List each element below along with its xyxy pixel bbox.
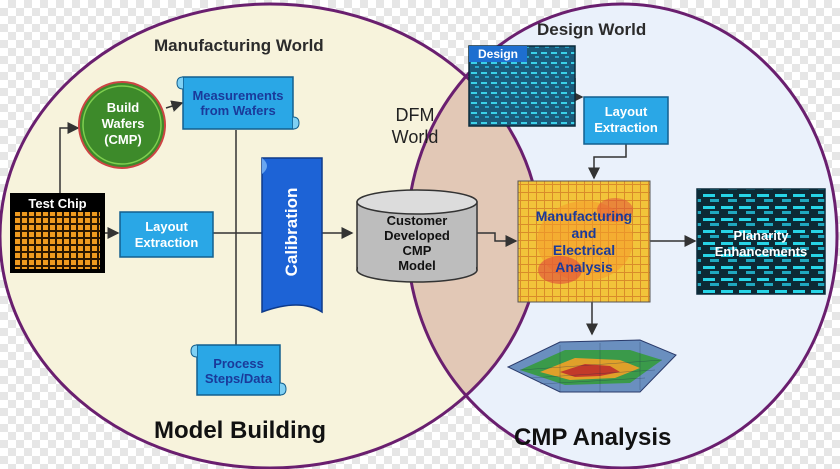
manufacturing-world-title: Manufacturing World: [154, 36, 324, 55]
build-wafers-node: [78, 81, 166, 169]
analysis-line-4: Analysis: [555, 259, 613, 275]
arrow-model-to-analysis: [477, 232, 518, 247]
build-wafers-label: Build Wafers (CMP): [92, 100, 154, 148]
build-wafers-line-2: Wafers: [101, 116, 145, 131]
build-wafers-line-3: (CMP): [104, 132, 142, 147]
measurements-node: [176, 76, 300, 130]
calibration-label: Calibration: [282, 187, 301, 277]
cmp-model-node: [356, 189, 478, 283]
analysis-line-2: and: [571, 225, 597, 241]
arrow-layout-to-analysis: [588, 144, 627, 180]
manufacturing-analysis-node: [517, 180, 651, 303]
calibration-node: [261, 157, 323, 314]
model-building-label: Model Building: [154, 417, 326, 444]
measurements-line-2: from Wafers: [200, 103, 276, 118]
cmp-model-line-4: Model: [398, 258, 436, 273]
analysis-line-3: Electrical: [552, 242, 616, 258]
cmp-model-label: Customer Developed CMP Model: [357, 213, 477, 273]
layout-left-line-2: Extraction: [134, 235, 199, 250]
cmp-model-line-2: Developed: [384, 228, 450, 243]
cmp-analysis-label: CMP Analysis: [514, 424, 672, 451]
design-label: Design: [477, 47, 518, 61]
cmp-model-line-1: Customer: [386, 213, 448, 228]
planarity-label: Planarity Enhancements: [697, 228, 825, 260]
layout-left-line-1: Layout: [145, 219, 188, 234]
analysis-line-1: Manufacturing: [535, 208, 633, 224]
world-line: World: [391, 127, 439, 147]
layout-right-line-2: Extraction: [594, 120, 658, 135]
process-line-2: Steps/Data: [204, 371, 273, 386]
process-line-1: Process: [213, 356, 264, 371]
test-chip-node: [10, 193, 105, 273]
process-steps-node: [190, 344, 287, 396]
build-wafers-inner-ring: [82, 85, 162, 165]
design-node: [468, 45, 576, 127]
arrow-wafers-to-measurements: [165, 100, 184, 112]
build-wafers-line-1: Build: [106, 100, 140, 115]
measurements-line-1: Measurements: [192, 88, 284, 103]
layout-extraction-left-node: [119, 211, 214, 258]
planarity-line-1: Planarity: [733, 228, 789, 243]
layout-right-line-1: Layout: [604, 104, 648, 119]
planarity-node: [696, 188, 826, 295]
dfm-world-label: DFM World: [380, 104, 450, 148]
surface-plot-image: [506, 339, 677, 393]
layout-extraction-right-node: [583, 96, 669, 145]
manufacturing-analysis-label: Manufacturing and Electrical Analysis: [518, 208, 650, 276]
layout-extraction-left-label: Layout Extraction: [120, 219, 213, 251]
test-chip-label: Test Chip: [28, 196, 87, 211]
cmp-model-line-3: CMP: [402, 243, 432, 258]
dfm-line: DFM: [395, 105, 435, 125]
planarity-line-2: Enhancements: [714, 244, 808, 259]
measurements-label: Measurements from Wafers: [183, 88, 293, 118]
process-steps-label: Process Steps/Data: [197, 356, 280, 386]
design-world-title: Design World: [537, 20, 647, 39]
arrow-testchip-to-wafers: [59, 122, 80, 193]
layout-extraction-right-label: Layout Extraction: [584, 104, 668, 136]
